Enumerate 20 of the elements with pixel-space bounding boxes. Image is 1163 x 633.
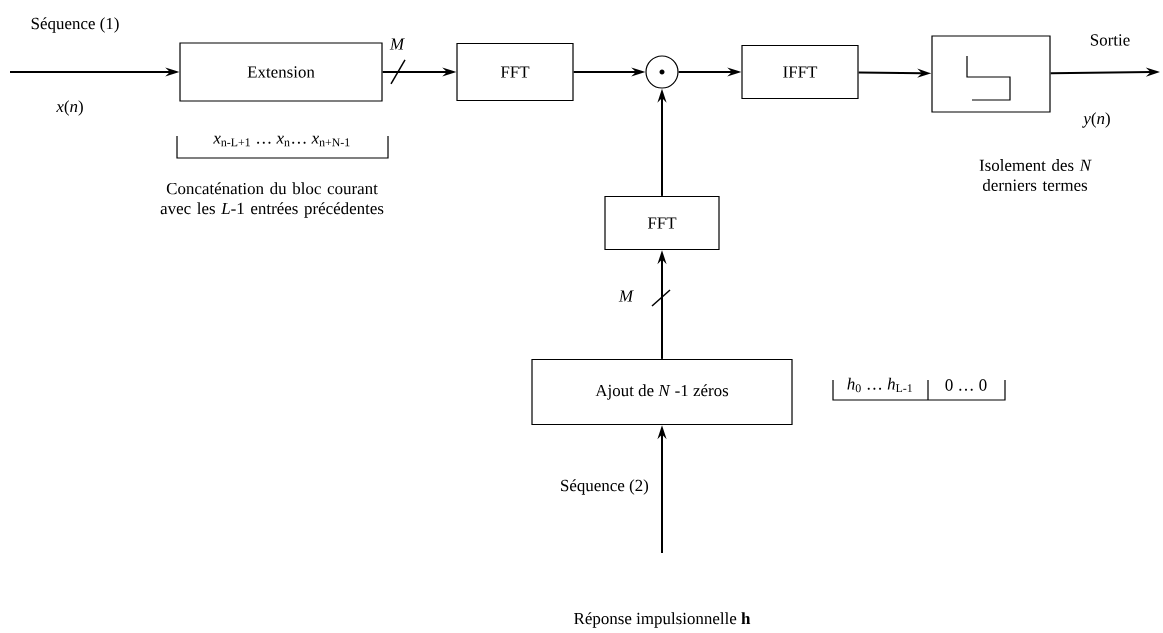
edge-label: Séquence (2) (558, 478, 650, 496)
annotation-text: h$_{0}$ … h$_{L-1}$ (847, 377, 912, 393)
process-box: FFT (456, 42, 574, 102)
edge-label: Sortie (1088, 33, 1132, 47)
process-box: Ajout de N -1 zéros (531, 358, 793, 426)
edge-label: M (617, 289, 635, 303)
edge-label: M (388, 37, 406, 51)
edge-label: Séquence (1) (29, 16, 121, 34)
process-box: IFFT (741, 44, 859, 100)
truncation-box (931, 35, 1051, 113)
annotation-text: 0 … 0 (945, 379, 987, 391)
multiplier-circle (645, 55, 679, 89)
annotation-text: Réponse impulsionnelle h (574, 612, 751, 628)
process-box: Extension (179, 42, 383, 102)
annotation-text: y(n) (1081, 112, 1110, 128)
annotation-text: Concaténation du bloc courant avec les L-1 entrées précédentes (160, 182, 384, 218)
process-box: FFT (604, 195, 720, 251)
annotation-text: Isolement des N derniers termes (979, 159, 1092, 191)
annotation-text: x(n) (56, 100, 83, 116)
annotation-text: x$_{n-L+1}$ … x$_{n}$… x$_{n+N-1}$ (213, 135, 350, 147)
